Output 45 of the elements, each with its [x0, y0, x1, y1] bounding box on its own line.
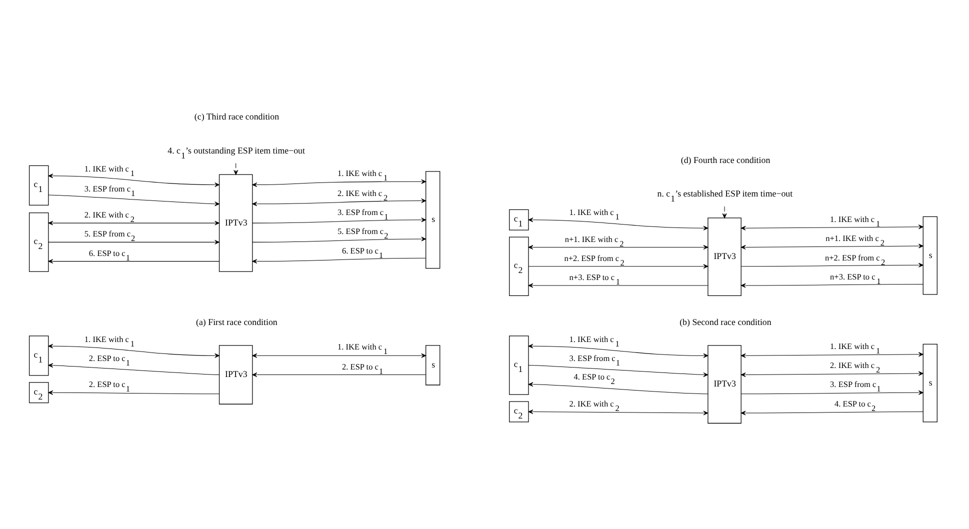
node-box: s	[426, 171, 440, 269]
arrow	[48, 194, 220, 206]
arrow	[48, 240, 220, 244]
arrow	[252, 353, 426, 358]
arrow	[252, 198, 426, 206]
label: (b) Second race condition	[680, 316, 772, 327]
arrow	[528, 344, 708, 358]
arrow	[252, 372, 426, 378]
node-box: s	[426, 345, 440, 386]
node-box: IPTv3	[708, 218, 742, 296]
arrow	[528, 364, 708, 377]
arrow	[740, 244, 924, 250]
arrow	[48, 259, 220, 264]
arrow	[528, 218, 708, 230]
label: (d) Fourth race condition	[680, 154, 770, 165]
arrow	[252, 258, 426, 264]
arrow	[528, 283, 708, 288]
node-box: IPTv3	[218, 174, 253, 272]
arrow	[48, 344, 220, 358]
arrow	[234, 162, 238, 175]
arrow	[740, 371, 924, 378]
arrow	[740, 283, 924, 288]
arrow	[48, 390, 220, 395]
arrow	[740, 410, 924, 416]
node-box: s	[922, 344, 938, 422]
arrow	[48, 174, 220, 188]
arrow	[722, 206, 727, 218]
arrow	[528, 245, 708, 250]
arrow	[252, 179, 426, 188]
label: (c) Third race condition	[194, 112, 280, 122]
arrow	[252, 218, 426, 224]
arrow	[740, 352, 924, 358]
node-box: IPTv3	[218, 345, 253, 404]
arrow	[252, 236, 426, 242]
arrow	[740, 262, 924, 268]
label: (a) First race condition	[196, 316, 278, 327]
arrow	[740, 224, 924, 230]
arrow	[48, 363, 220, 376]
node-box: IPTv3	[708, 345, 742, 424]
arrow	[48, 220, 220, 226]
node-box: s	[922, 216, 938, 295]
arrow	[528, 382, 708, 394]
arrow	[528, 264, 708, 269]
arrow	[740, 390, 924, 395]
arrow	[528, 410, 708, 416]
